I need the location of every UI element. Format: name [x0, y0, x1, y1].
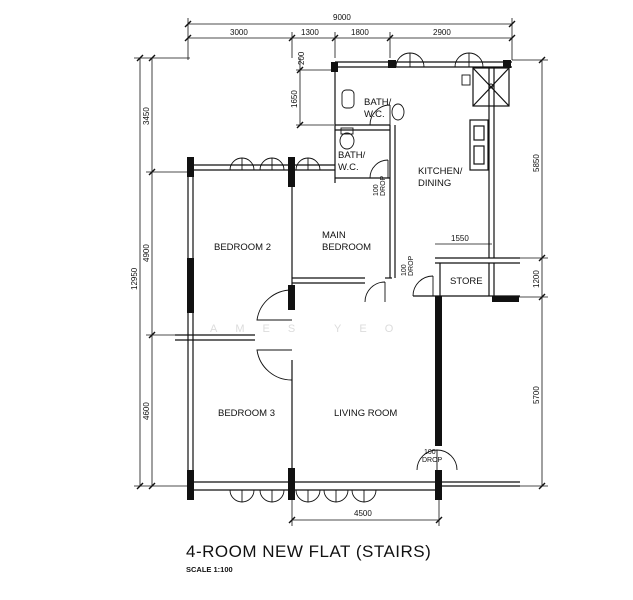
dim-top-b: 1300 [301, 28, 319, 37]
kitchen-label-line2: DINING [418, 178, 451, 189]
dim-left-b: 4900 [142, 244, 151, 262]
bath2-label-line2: W.C. [338, 162, 359, 173]
main-bedroom-label-line1: MAIN [322, 230, 346, 241]
store-label: STORE [450, 276, 483, 287]
watermark: AMES YEO [210, 323, 411, 335]
main-bedroom-label-line2: BEDROOM [322, 242, 371, 253]
drop2-label-line1: 100 [401, 264, 408, 276]
thick-walls [187, 60, 519, 500]
dim-left-total: 12950 [130, 267, 139, 290]
bedroom2-label: BEDROOM 2 [214, 242, 271, 253]
dim-bottom: 4500 [354, 509, 372, 518]
bath1-label-line1: BATH/ [364, 97, 392, 108]
plan-scale: SCALE 1:100 [186, 565, 233, 574]
dim-top-c: 1800 [351, 28, 369, 37]
dim-top-total: 9000 [333, 13, 351, 22]
dim-left-c: 4600 [142, 402, 151, 420]
dim-top-a: 3000 [230, 28, 248, 37]
bedroom3-label: BEDROOM 3 [218, 408, 275, 419]
living-room-label: LIVING ROOM [334, 408, 397, 419]
dim-bath-depth: 1650 [290, 90, 299, 108]
bath-fixtures [339, 74, 494, 150]
dim-right-c: 5700 [532, 386, 541, 404]
dim-top-d: 2900 [433, 28, 451, 37]
kitchen-label-line1: KITCHEN/ [418, 166, 463, 177]
dim-bath-offset: 200 [297, 51, 306, 65]
bath1-label-line2: W.C. [364, 109, 385, 120]
dim-right-a: 5850 [532, 154, 541, 172]
door-swings [229, 52, 484, 503]
drop2-label-line2: DROP [408, 255, 415, 276]
drop3-label-line2: DROP [422, 457, 443, 464]
dim-right-b: 1200 [532, 270, 541, 288]
drop3-label-line1: 100 [424, 449, 436, 456]
dimension-ticks [136, 20, 546, 524]
plan-title: 4-ROOM NEW FLAT (STAIRS) [186, 542, 431, 561]
drop1-label-line1: 100 [373, 184, 380, 196]
bath2-label-line1: BATH/ [338, 150, 366, 161]
dim-store-width: 1550 [451, 234, 469, 243]
dim-left-a: 3450 [142, 107, 151, 125]
dimension-lines [134, 18, 548, 526]
drop1-label-line2: DROP [380, 175, 387, 196]
